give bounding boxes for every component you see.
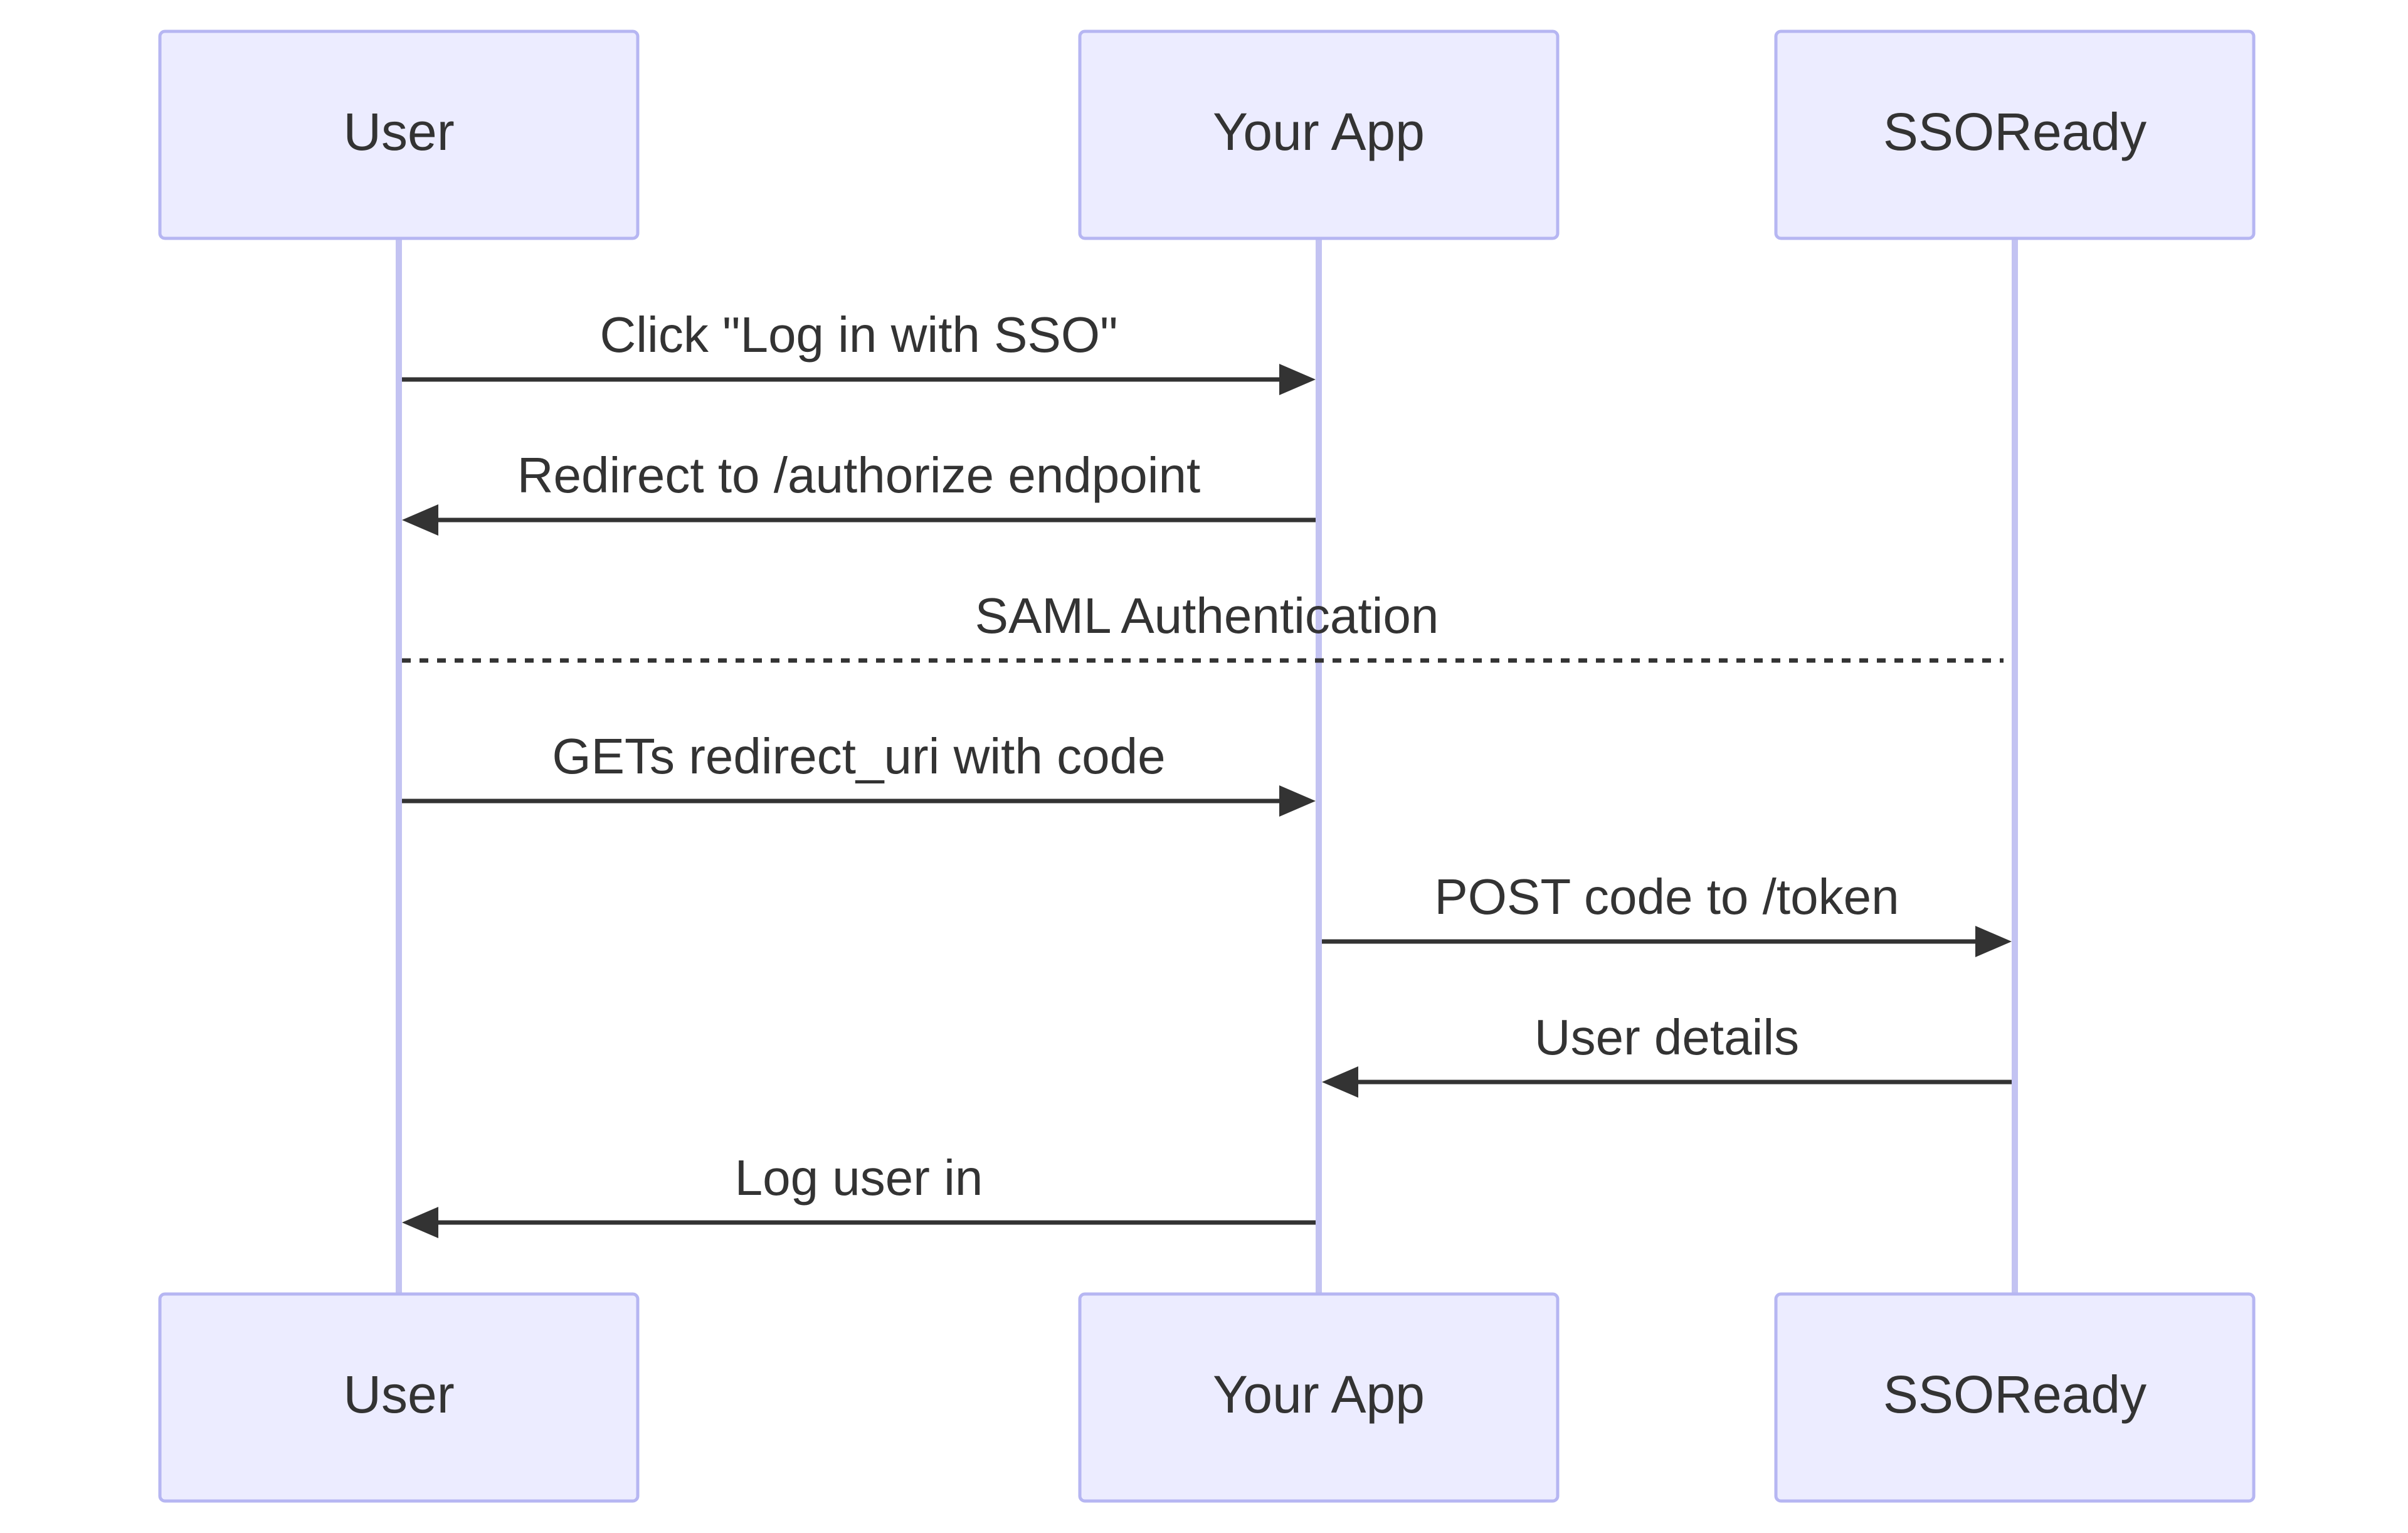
actor-app-bottom: Your App: [1078, 1292, 1560, 1503]
arrowhead-icon: [402, 504, 438, 536]
actor-box: [1774, 29, 2256, 240]
lifelines: [396, 238, 2018, 1294]
actor-box: [158, 1292, 640, 1503]
message-4: GETs redirect_uri with code: [402, 728, 1316, 817]
arrowhead-icon: [1279, 785, 1316, 817]
actors-bottom: User Your App SSOReady: [158, 1292, 2256, 1503]
actor-ssoready-bottom: SSOReady: [1774, 1292, 2256, 1503]
actor-box: [1078, 29, 1560, 240]
actor-label: User: [343, 102, 454, 161]
actor-label: SSOReady: [1883, 1365, 2147, 1424]
message-3: SAML Authentication: [402, 588, 2004, 663]
message-6: User details: [1322, 1009, 2012, 1098]
arrowhead-icon: [1975, 926, 2012, 957]
actor-box: [158, 29, 640, 240]
actors-top: User Your App SSOReady: [158, 29, 2256, 240]
message-label: Click "Log in with SSO": [600, 307, 1118, 363]
message-label: Redirect to /authorize endpoint: [517, 447, 1201, 503]
message-7: Log user in: [402, 1150, 1316, 1238]
message-label: Log user in: [735, 1150, 983, 1206]
message-1: Click "Log in with SSO": [402, 307, 1316, 395]
message-label: User details: [1534, 1009, 1799, 1065]
message-label: SAML Authentication: [975, 588, 1439, 644]
message-label: POST code to /token: [1434, 869, 1899, 925]
arrowhead-icon: [1279, 364, 1316, 395]
arrowhead-icon: [402, 1207, 438, 1238]
actor-label: User: [343, 1365, 454, 1424]
actor-user-bottom: User: [158, 1292, 640, 1503]
message-label: GETs redirect_uri with code: [552, 728, 1165, 784]
actor-box: [1078, 1292, 1560, 1503]
arrowhead-icon: [1322, 1066, 1358, 1098]
actor-label: Your App: [1213, 102, 1425, 161]
actor-box: [1774, 1292, 2256, 1503]
actor-label: SSOReady: [1883, 102, 2147, 161]
actor-user-top: User: [158, 29, 640, 240]
actor-app-top: Your App: [1078, 29, 1560, 240]
actor-ssoready-top: SSOReady: [1774, 29, 2256, 240]
message-5: POST code to /token: [1322, 869, 2012, 957]
message-2: Redirect to /authorize endpoint: [402, 447, 1316, 536]
messages: Click "Log in with SSO" Redirect to /auth…: [402, 307, 2012, 1238]
actor-label: Your App: [1213, 1365, 1425, 1424]
